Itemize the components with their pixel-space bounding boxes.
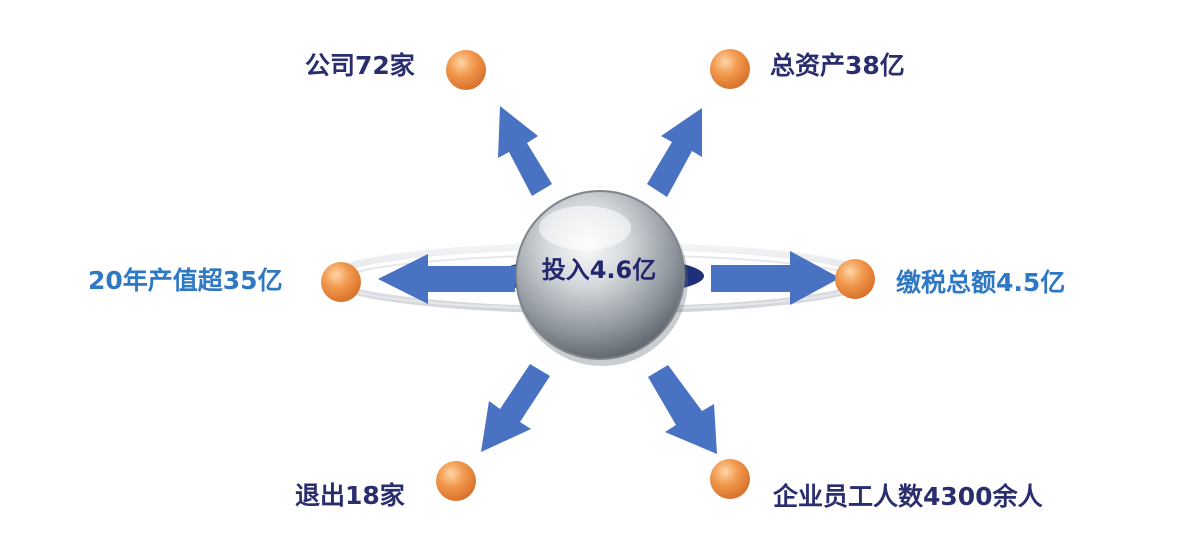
node-dot-employees [710, 459, 750, 499]
arrow-to-companies [498, 106, 552, 196]
arrow-to-total-assets [647, 108, 702, 197]
label-output-value: 20年产值超35亿 [88, 266, 283, 295]
arrow-to-employees [648, 365, 717, 454]
center-label: 投入4.6亿 [541, 256, 657, 284]
node-dot-total-assets [710, 49, 750, 89]
node-dot-tax-paid [835, 259, 875, 299]
node-dot-output-value [321, 262, 361, 302]
label-employees: 企业员工人数4300余人 [773, 482, 1043, 511]
node-dot-exited [436, 461, 476, 501]
arrow-to-output-value [378, 254, 515, 304]
node-dot-companies [446, 50, 486, 90]
label-tax-paid: 缴税总额4.5亿 [896, 268, 1066, 297]
label-companies: 公司72家 [305, 51, 415, 80]
arrow-to-exited [481, 364, 550, 452]
label-exited: 退出18家 [295, 481, 405, 510]
center-sphere-highlight [539, 206, 631, 250]
arrow-to-tax-paid [711, 251, 840, 305]
label-total-assets: 总资产38亿 [770, 51, 905, 80]
